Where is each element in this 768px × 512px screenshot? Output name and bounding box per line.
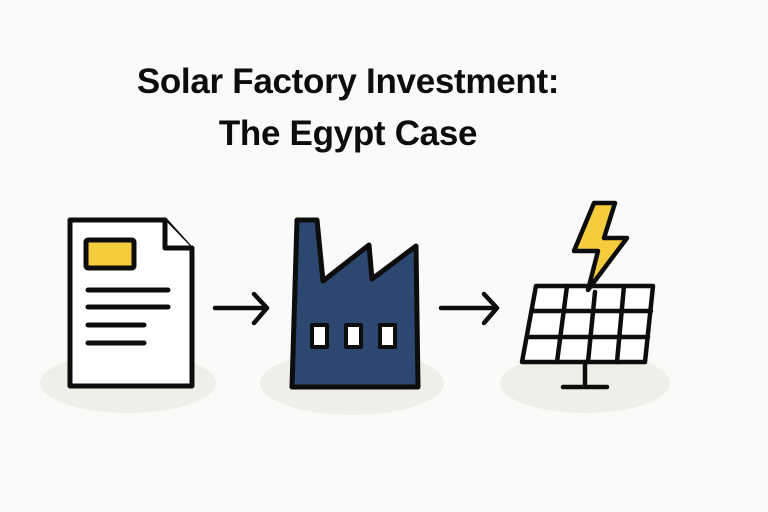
arrow-right-icon <box>212 291 270 326</box>
title-line-1: Solar Factory Investment: <box>136 62 560 101</box>
solar-panel-icon <box>519 283 656 390</box>
title-line-2: The Egypt Case <box>218 114 478 153</box>
lightning-bolt-icon <box>571 200 630 293</box>
document-icon <box>67 217 195 389</box>
factory-icon <box>289 217 421 390</box>
arrow-right-icon <box>438 291 500 326</box>
